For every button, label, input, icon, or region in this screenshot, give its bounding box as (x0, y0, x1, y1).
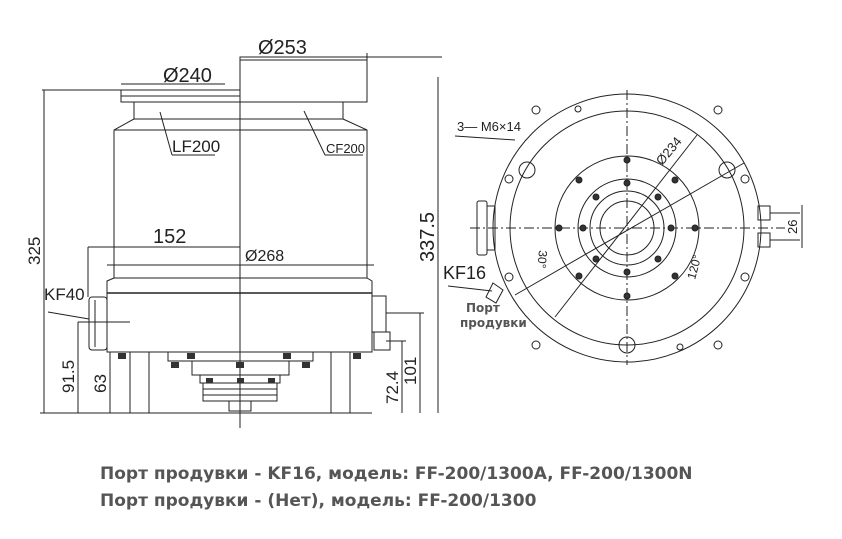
dim-337-5: 337.5 (417, 212, 439, 262)
label-lf200: LF200 (172, 137, 220, 156)
purge-port-label: Порт продувки (460, 301, 527, 331)
dim-26: 26 (785, 220, 800, 234)
dim-d268: Ø268 (245, 248, 284, 265)
dim-101: 101 (401, 357, 420, 385)
dim-d234: Ø234 (653, 134, 685, 168)
top-view (447, 90, 803, 365)
caption-line-1: Порт продувки - KF16, модель: FF-200/130… (100, 464, 693, 484)
label-cf200: CF200 (326, 141, 365, 156)
angle-30: 30° (534, 250, 550, 269)
side-view-labels: Ø253 Ø240 LF200 CF200 152 Ø268 KF40 325 … (25, 37, 439, 404)
dim-325: 325 (25, 237, 44, 265)
label-kf16: KF16 (443, 263, 486, 283)
side-view (40, 53, 442, 428)
label-kf40: KF40 (44, 285, 85, 304)
dim-72-4: 72.4 (383, 371, 402, 404)
dim-d253: Ø253 (258, 37, 307, 59)
label-bolt-spec: 3— M6×14 (457, 119, 521, 134)
dim-63: 63 (91, 374, 110, 393)
purge-port-label-line1: Порт (466, 301, 500, 315)
angle-120: 120° (684, 253, 704, 281)
dim-d240: Ø240 (163, 65, 212, 87)
dim-152: 152 (153, 226, 186, 248)
dim-91-5: 91.5 (59, 360, 78, 393)
purge-port-label-line2: продувки (460, 316, 527, 330)
caption-line-2: Порт продувки - (Нет), модель: FF-200/13… (100, 491, 537, 511)
